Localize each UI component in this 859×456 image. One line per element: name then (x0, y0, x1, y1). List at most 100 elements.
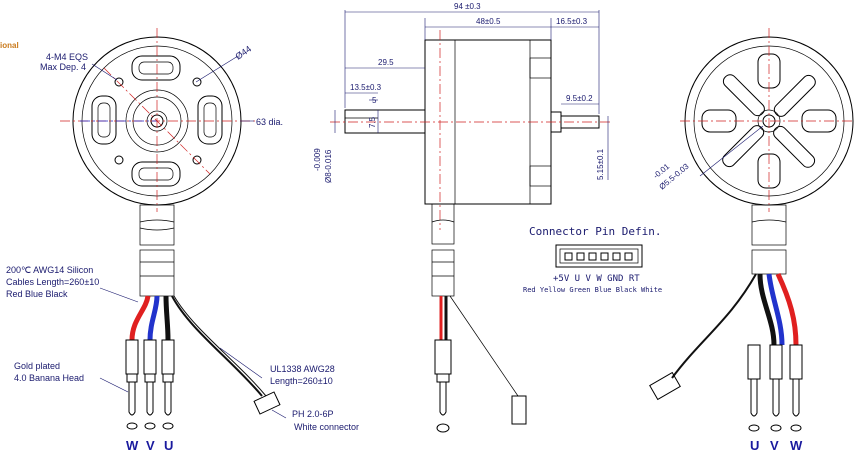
dim-flat-depth-label: 7.5 (368, 116, 377, 128)
wire-blue (147, 295, 160, 341)
front-cable-sleeve (139, 204, 175, 246)
vent-slot-top (131, 55, 181, 81)
rear-spokes (701, 53, 837, 189)
banana-head-line1: Gold plated (14, 361, 60, 371)
hole-note-line1: 4-M4 EQS (46, 52, 88, 62)
vent-slot-top-inner (138, 61, 174, 75)
banana-sleeve (769, 344, 783, 380)
hole-note-leader (91, 63, 118, 81)
phase-label-left-1: W (126, 438, 139, 453)
connector-pins-label: +5V U V W GND RT (553, 274, 640, 284)
rear-sleeve-break (751, 219, 787, 223)
connector-spec-line2: White connector (294, 422, 359, 432)
banana-pin (146, 382, 154, 416)
bolt-circle-label: Ø44 (233, 44, 253, 62)
dim-shaft-dia-tol: -0.009 (313, 148, 322, 171)
signal-cable-line1: UL1338 AWG28 (270, 364, 335, 374)
connector-pin (576, 252, 585, 261)
signal-wire-2 (173, 295, 267, 397)
rear-dia-leader (699, 125, 764, 177)
banana-collar (126, 373, 138, 383)
body-step (529, 165, 552, 187)
side-ph-connector (511, 395, 527, 425)
cable-spec-line3: Red Blue Black (6, 289, 68, 299)
dim-body-label: 48±0.5 (476, 17, 501, 26)
banana-collar (162, 373, 174, 383)
side-banana-collar (436, 373, 450, 383)
rear-cable-sleeve-lower (751, 249, 787, 275)
dim-rear-label: 16.5±0.3 (556, 17, 588, 26)
banana-tip (748, 424, 760, 432)
banana-leader (99, 377, 129, 393)
front-cable-sleeve-lower (139, 249, 175, 297)
mount-hole (114, 77, 124, 87)
wire-black (163, 295, 171, 341)
wire-red (129, 295, 151, 341)
ph-connector-left (253, 391, 281, 415)
connector-spec-line1: PH 2.0-6P (292, 409, 334, 419)
phase-label-right-2: V (770, 438, 779, 453)
banana-pin (750, 379, 758, 417)
side-banana-pin (439, 382, 447, 416)
connector-pin (588, 252, 597, 261)
vent-slot-left (91, 95, 117, 145)
banana-pin (792, 379, 800, 417)
vent-slot-bottom (131, 161, 181, 187)
connector-title: Connector Pin Defin. (529, 225, 661, 238)
mount-hole (114, 155, 124, 165)
rear-spoke-slot (773, 125, 816, 168)
rear-signal-wire (671, 273, 757, 379)
connector-colors-label: Red Yellow Green Blue Black White (523, 286, 662, 294)
side-sleeve-break (431, 219, 455, 223)
banana-tip (126, 422, 138, 430)
connector-pin-definition: Connector Pin Defin. +5V U V W GND RT Re… (523, 225, 662, 294)
outer-dia-label: 63 dia. (256, 117, 283, 127)
banana-connectors-right (747, 344, 803, 432)
side-view: 94 ±0.3 48±0.5 16.5±0.3 29.5 13.5±0.3 5 … (313, 2, 610, 433)
banana-pin (772, 379, 780, 417)
banana-tip (770, 424, 782, 432)
rear-wire-blue (766, 273, 785, 346)
banana-sleeve (143, 339, 157, 375)
phase-label-right-3: W (790, 438, 803, 453)
dim-flat-length-label: 13.5±0.3 (350, 83, 382, 92)
rear-cable-sleeve (751, 204, 787, 246)
connector-pin (600, 252, 609, 261)
rear-view: Ø5.5-0.03 -0.01 U V W (649, 28, 855, 453)
sleeve-break-line (139, 227, 175, 231)
vent-slot-bottom-inner (138, 167, 174, 181)
dim-shaft-dia-label: Ø8-0.016 (324, 149, 333, 183)
banana-sleeve (789, 344, 803, 380)
connector-housing (555, 244, 643, 268)
vent-slot-right-inner (203, 102, 217, 138)
banana-tip (790, 424, 802, 432)
cable-spec-leader (99, 287, 139, 303)
connector-pins (564, 252, 633, 261)
banana-sleeve (747, 344, 761, 380)
signal-cable-line2: Length=260±10 (270, 376, 333, 386)
dim-rear-shaft-label: 9.5±0.2 (566, 94, 593, 103)
dim-overall-label: 94 ±0.3 (454, 2, 481, 11)
front-centerline-diag (103, 67, 211, 175)
connector-pin (624, 252, 633, 261)
bolt-circle-leader (195, 55, 239, 83)
cable-spec-line2: Cables Length=260±10 (6, 277, 99, 287)
rear-spoke-slot (773, 74, 816, 117)
mount-hole (192, 155, 202, 165)
dim-rear-offset-label: 5.15±0.1 (596, 148, 605, 180)
front-shaft (344, 109, 426, 134)
signal-wire (171, 295, 263, 397)
banana-collar (144, 373, 156, 383)
banana-pin (164, 382, 172, 416)
ph-connector-right (649, 371, 681, 401)
side-cable-sleeve (431, 203, 455, 245)
connector-pin (612, 252, 621, 261)
dim-flat-width-label: 5 (372, 96, 377, 105)
sleeve-break-line (139, 219, 175, 223)
rear-spoke-slot (722, 125, 765, 168)
connector-housing-inner (559, 248, 639, 264)
banana-tip (144, 422, 156, 430)
phase-label-left-3: U (164, 438, 173, 453)
banana-tip (162, 422, 174, 430)
